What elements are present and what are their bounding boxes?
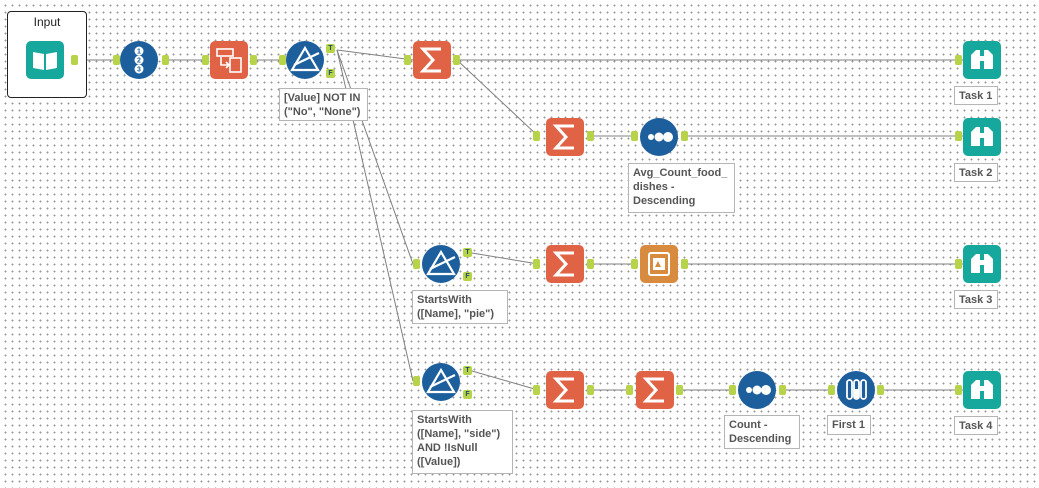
output-anchor[interactable] [453,55,460,65]
filter-2-annotation: StartsWith ([Name], "pie") [412,290,508,324]
numbered-list-icon: 1 2 3 [134,46,144,74]
binoculars-icon [971,254,993,273]
browse-tool-task-3[interactable] [963,245,1001,283]
input-data-tool[interactable] [26,41,64,79]
sigma-icon [552,377,574,403]
input-anchor[interactable] [202,55,209,65]
sigma-icon [419,47,441,73]
input-anchor[interactable] [631,259,638,269]
transpose-icon [216,48,242,73]
svg-text:2: 2 [137,58,141,65]
sample-annotation: First 1 [827,415,871,435]
browse-tool-task-2[interactable] [963,118,1001,156]
input-anchor[interactable] [631,131,638,141]
output-anchor[interactable] [587,385,594,395]
browse-tool-task-4[interactable] [963,371,1001,409]
input-anchor[interactable] [413,376,420,386]
input-anchor[interactable] [729,385,736,395]
container-title: Input [33,15,61,29]
binoculars-icon [971,127,993,146]
filter-tool-1[interactable] [286,41,324,79]
input-anchor[interactable] [404,55,411,65]
svg-text:3: 3 [137,67,141,74]
output-anchor[interactable] [587,131,594,141]
binoculars-icon [971,50,993,69]
summarize-tool-1[interactable] [413,41,451,79]
transpose-tool[interactable] [210,41,248,79]
output-anchor[interactable] [779,385,786,395]
false-anchor[interactable]: F [463,390,472,399]
sort-tool-2[interactable] [738,371,776,409]
summarize-tool-4[interactable] [546,371,584,409]
sort-tool-1[interactable] [640,118,678,156]
task-3-label: Task 3 [954,290,998,309]
input-anchor[interactable] [955,385,962,395]
book-icon [33,52,57,70]
input-anchor[interactable] [533,385,540,395]
filter-icon [426,249,456,276]
report-tool[interactable] [640,245,678,283]
record-id-tool[interactable]: 1 2 3 [120,41,158,79]
sort-1-annotation: Avg_Count_food_ dishes - Descending [628,163,735,213]
input-anchor[interactable] [955,259,962,269]
output-anchor[interactable] [250,55,257,65]
task-1-label: Task 1 [954,86,998,105]
output-anchor[interactable] [587,259,594,269]
task-2-label: Task 2 [954,163,998,182]
summarize-tool-3[interactable] [546,245,584,283]
input-anchor[interactable] [955,131,962,141]
input-anchor[interactable] [413,259,420,269]
filter-icon [290,45,320,72]
report-icon [648,252,670,276]
sigma-icon [552,251,574,277]
true-anchor[interactable]: T [326,44,335,53]
input-anchor[interactable] [279,55,286,65]
filter-tool-2[interactable] [422,245,460,283]
filter-1-annotation: [Value] NOT IN ("No", "None") [279,88,368,121]
input-anchor[interactable] [955,55,962,65]
output-anchor[interactable] [681,259,688,269]
binoculars-icon [971,380,993,399]
filter-tool-3[interactable] [422,363,460,401]
filter-3-annotation: StartsWith ([Name], "side") AND !IsNull … [412,410,513,474]
browse-tool-task-1[interactable] [963,41,1001,79]
output-anchor[interactable] [877,385,884,395]
summarize-tool-5[interactable] [636,371,674,409]
sigma-icon [642,377,664,403]
sort-icon [746,385,771,395]
output-anchor[interactable] [162,55,169,65]
summarize-tool-2[interactable] [546,118,584,156]
filter-icon [426,367,456,394]
input-anchor[interactable] [626,385,633,395]
true-anchor[interactable]: T [463,366,472,375]
sample-tool[interactable] [837,371,875,409]
output-anchor[interactable] [71,55,78,65]
true-anchor[interactable]: T [463,248,472,257]
test-tubes-icon [846,379,867,400]
output-anchor[interactable] [676,385,683,395]
sort-icon [648,132,673,142]
false-anchor[interactable]: F [326,69,335,78]
input-anchor[interactable] [113,55,120,65]
task-4-label: Task 4 [954,416,998,435]
sigma-icon [552,124,574,150]
sort-2-annotation: Count - Descending [724,415,800,449]
input-anchor[interactable] [533,131,540,141]
input-anchor[interactable] [828,385,835,395]
false-anchor[interactable]: F [463,272,472,281]
output-anchor[interactable] [681,131,688,141]
input-anchor[interactable] [533,259,540,269]
svg-text:1: 1 [137,49,141,56]
